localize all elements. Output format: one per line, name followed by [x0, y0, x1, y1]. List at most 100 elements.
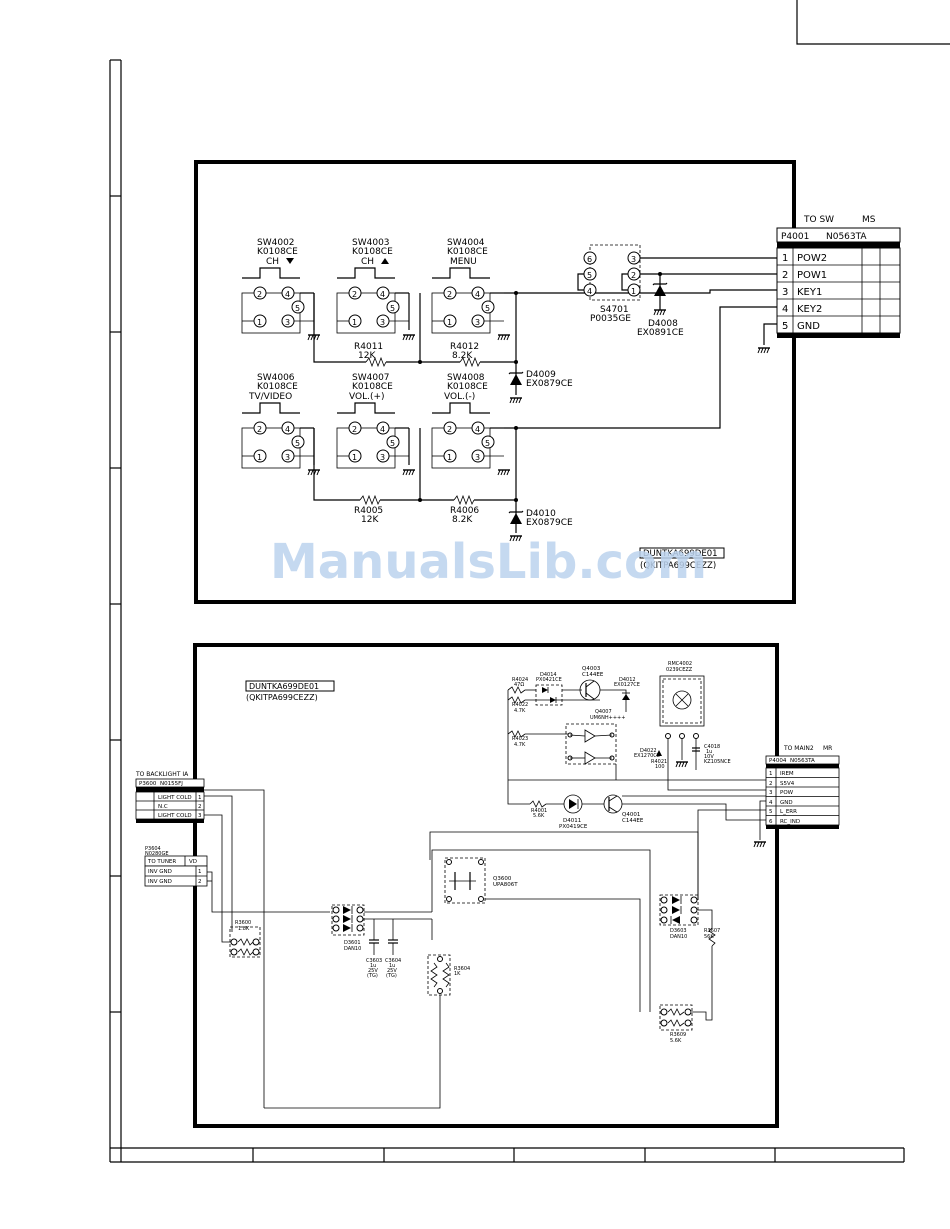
switch-part: K0108CE	[447, 382, 488, 392]
part-note: (TG)	[367, 973, 378, 979]
pin-label: 4	[475, 425, 480, 434]
pin-label: 1	[447, 453, 452, 462]
led-indicator-section: R4001 5.6K D4011 PX0419CE Q4001 C144EE	[507, 780, 766, 830]
rc-section: R4024 47Ω R4022 4.7K R4023 4.7K D4014 PX…	[507, 661, 766, 791]
part-number: PX0419CE	[559, 824, 588, 830]
connector-pin-row: 2 S5V4	[769, 781, 795, 787]
connector-pin-row: INV GND 1	[148, 869, 202, 875]
connector-to-label: TO MAIN2	[783, 745, 814, 752]
connector-to-code: VD	[189, 859, 197, 865]
part-ref: Q4003	[582, 666, 601, 672]
watermark: ManualsLib.com	[270, 534, 707, 590]
zener-diode-icon	[654, 285, 666, 296]
diode-part: EX0879CE	[526, 518, 573, 528]
connector-pin-row: 6 RC_IND	[769, 819, 800, 825]
part-number: PX0421CE	[536, 677, 562, 683]
part-number: 0239CEZZ	[666, 667, 693, 673]
resistor-r3607: R3607 56K	[704, 920, 720, 947]
part-number: DAN10	[344, 946, 361, 952]
pin-label: 4	[285, 290, 290, 299]
pin-signal: LIGHT COLD	[158, 795, 192, 801]
connector-p4001: TO SW MS P4001 N0563TA 1 POW2 2 POW1	[776, 215, 901, 338]
pcb-stamp-bottom: DUNTKA699DE01 (QKITPA699CEZZ)	[245, 680, 335, 702]
switch-ref: SW4006	[257, 373, 295, 383]
pin-signal: KEY1	[797, 287, 822, 298]
switch-part: K0108CE	[352, 247, 393, 257]
ground-icon	[402, 469, 416, 476]
part-ref: D4012	[619, 677, 636, 683]
pin-label: 2	[447, 290, 452, 299]
pin-label: 1	[631, 287, 636, 296]
pin-label: 1	[257, 453, 262, 462]
pin-label: 5	[295, 439, 300, 448]
power-switch-s4701: 6 5 4 3 2 1 S4701 P0035GE	[577, 244, 641, 324]
part-value: 5.6K	[670, 1038, 682, 1044]
part-ref: Q4007	[595, 709, 612, 715]
part-value: 1.8K	[238, 926, 250, 932]
pcb-stamp-top: DUNTKA699DE01 (QKITPA699CEZZ)	[639, 547, 725, 571]
resistor-ref: R4005	[354, 506, 383, 516]
pin-number: 1	[198, 869, 202, 875]
connector-p3600: TO BACKLIGHT IA P3600 N0155FJ LIGHT COLD…	[135, 771, 205, 823]
switch-part: P0035GE	[590, 314, 631, 324]
pin-label: 2	[352, 290, 357, 299]
switch-ref: S4701	[600, 305, 629, 315]
pin-label: 1	[257, 318, 262, 327]
pin-label: 3	[285, 453, 290, 462]
connector-ref: P3600	[139, 781, 157, 787]
part-rating: 25V	[368, 968, 378, 974]
transistor-icon	[603, 794, 623, 814]
part-value: 100	[655, 764, 665, 770]
connector-pin-row: 3 POW	[769, 790, 794, 796]
part-ref: C3604	[385, 958, 401, 964]
switch-ref: SW4007	[352, 373, 390, 383]
pin-label: 3	[631, 255, 636, 264]
connector-to-label: TO SW	[803, 215, 834, 225]
resistor-value: 8.2K	[452, 351, 473, 361]
pin-signal: GND	[797, 321, 820, 332]
resistor-ref: R4011	[354, 342, 383, 352]
part-ref: R4022	[512, 702, 528, 708]
resistor-network-r3600: R3600 1.8K	[229, 920, 261, 958]
transistor-icon	[579, 679, 601, 701]
pin-label: 1	[352, 318, 357, 327]
part-ref: R3607	[704, 928, 720, 934]
switch-label: TV/VIDEO	[248, 392, 292, 402]
pin-signal: IREM	[780, 771, 794, 777]
resistor-icon	[365, 356, 387, 368]
pin-number: 2	[198, 879, 202, 885]
switch-label: CH	[361, 257, 374, 267]
connector-pin-row: LIGHT COLD 1	[158, 795, 202, 801]
top-panel: TO SW MS P4001 N0563TA 1 POW2 2 POW1	[194, 160, 901, 604]
ground-icon	[653, 309, 667, 316]
connector-to-code: MS	[862, 215, 876, 225]
pin-label: 4	[285, 425, 290, 434]
zener-diode-icon	[656, 750, 662, 756]
resistor-ref: R4012	[450, 342, 479, 352]
pin-label: 6	[587, 255, 592, 264]
pin-label: 3	[285, 318, 290, 327]
part-note: (TG)	[386, 973, 397, 979]
part-value: 1u	[389, 963, 395, 969]
diode-part: EX0879CE	[526, 379, 573, 389]
part-ref: Q3600	[493, 876, 512, 882]
connector-part: N0563TA	[790, 758, 815, 764]
part-number: C144EE	[622, 818, 644, 824]
pin-signal: GND	[780, 800, 793, 806]
switch-sw4004: SW4004 K0108CE MENU 2 4 5 1 3	[431, 238, 511, 341]
pin-number: 5	[769, 809, 773, 815]
connector-pin-row: INV GND 2	[148, 879, 202, 885]
switch-part: K0108CE	[352, 382, 393, 392]
pin-number: 3	[782, 287, 788, 298]
ground-icon	[497, 469, 511, 476]
connector-part: N0155FJ	[160, 781, 183, 787]
diode-ref: D4010	[526, 509, 556, 519]
switch-label: CH	[266, 257, 279, 267]
part-ref: RMC4002	[668, 661, 692, 667]
pin-label: 4	[587, 287, 592, 296]
part-value: 1u	[370, 963, 376, 969]
part-value: 56K	[704, 934, 714, 940]
switch-ref: SW4008	[447, 373, 485, 383]
resistor-value: 12K	[358, 351, 376, 361]
pin-number: 1	[782, 253, 788, 264]
